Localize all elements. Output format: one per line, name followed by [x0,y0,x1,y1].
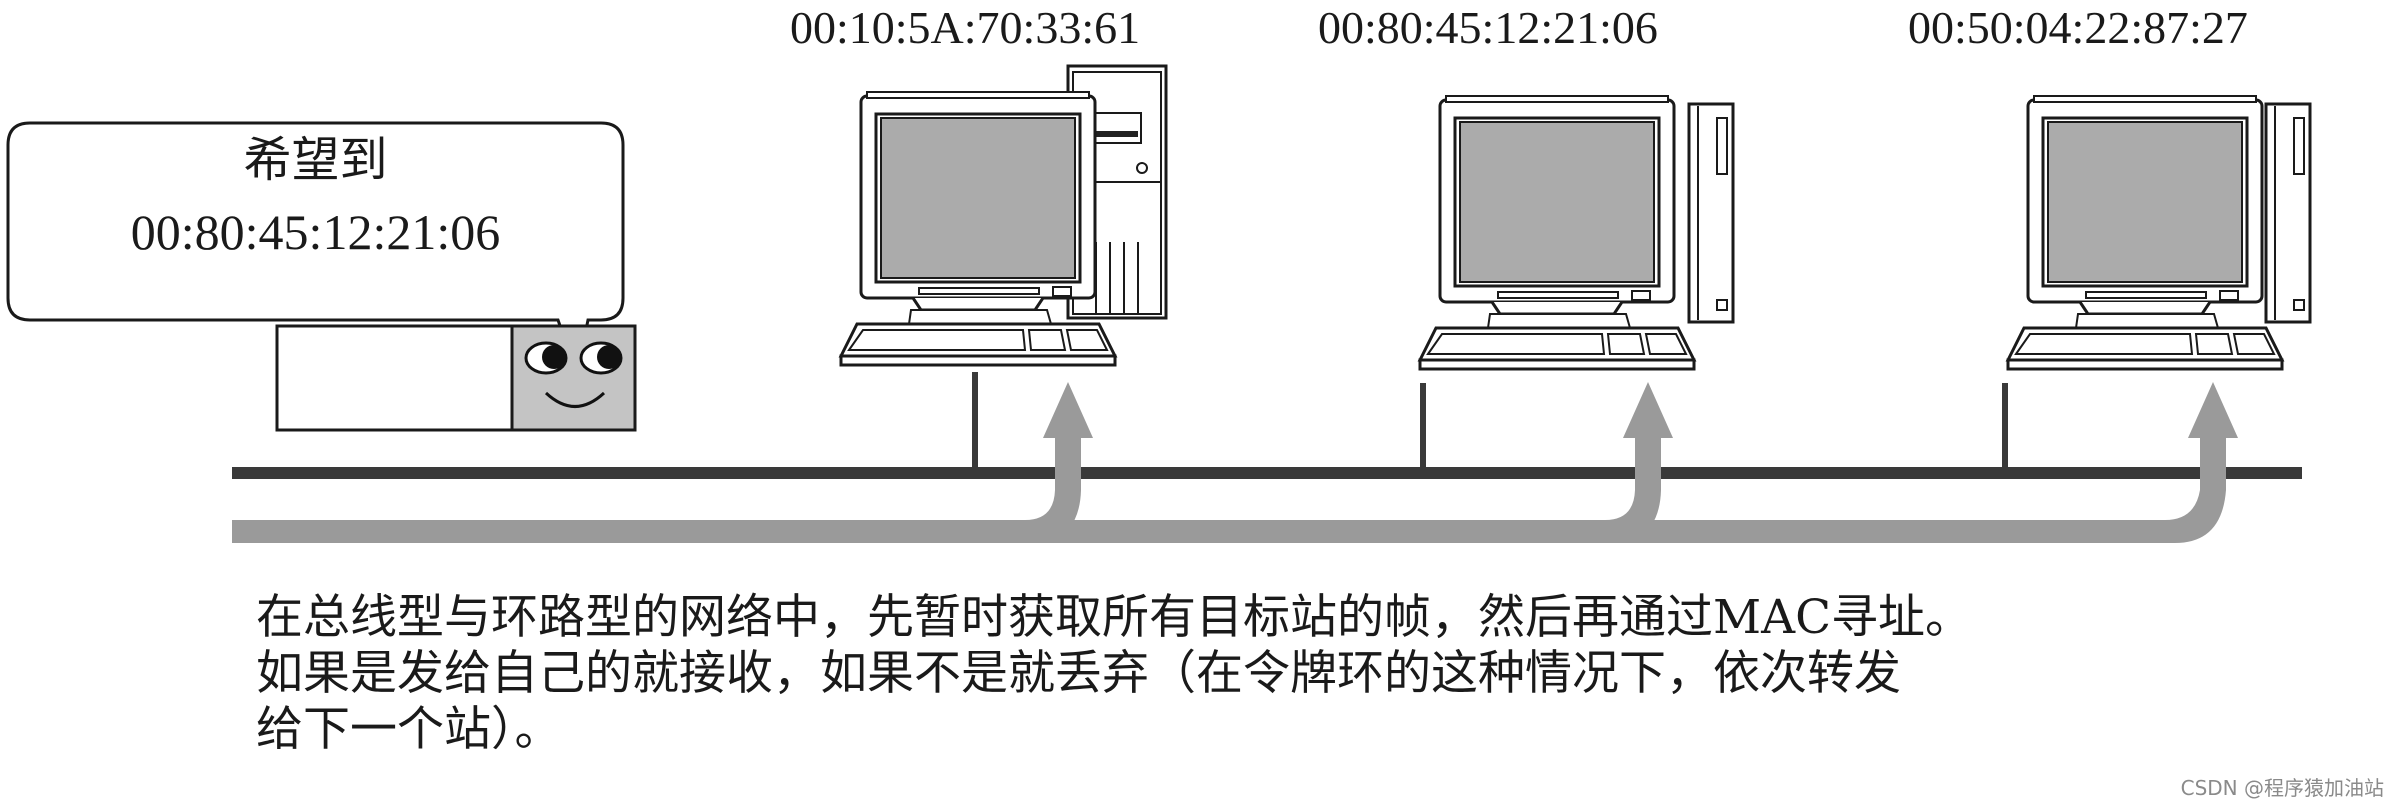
bus-line [232,467,2302,479]
bubble-target-mac: 00:80:45:12:21:06 [130,204,501,260]
station-3-mac-label: 00:50:04:22:87:27 [1908,2,2248,53]
caption-line-2: 如果是发给自己的就接收，如果不是就丢弃（在令牌环的这种情况下，依次转发 [256,646,1901,701]
station-2-drop-line [1420,383,1426,473]
watermark: CSDN @程序猿加油站 [2180,776,2384,800]
station-1-drop-line [972,372,978,472]
station-3-computer-icon [2006,94,2312,371]
caption-line-1: 在总线型与环路型的网络中，先暂时获取所有目标站的帧，然后再通过MAC寻址。 [256,590,1973,645]
station-1-computer-icon [839,64,1168,367]
station-2-computer-icon [1418,94,1735,371]
bubble-label-want: 希望到 [243,132,388,188]
station-3-drop-line [2002,383,2008,473]
station-2-mac-label: 00:80:45:12:21:06 [1318,2,1658,53]
station-1-mac-label: 00:10:5A:70:33:61 [790,2,1141,53]
figure-caption: 在总线型与环路型的网络中，先暂时获取所有目标站的帧，然后再通过MAC寻址。 如果… [256,590,2396,758]
caption-line-3: 给下一个站）。 [256,702,562,757]
sender-frame-icon [275,324,637,432]
frame-flow-arrows [232,382,2238,543]
smiley-face-icon [524,341,623,408]
